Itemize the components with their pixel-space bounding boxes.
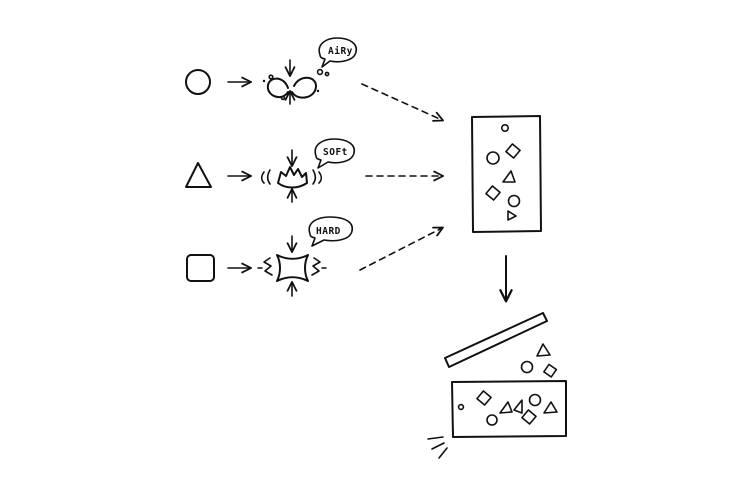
arrow-airy-to-column: [361, 83, 444, 122]
triangle-icon: [185, 162, 212, 188]
soft-squeezed-shape: [260, 149, 323, 203]
box-body: [451, 380, 567, 438]
square-icon: [186, 254, 215, 282]
speech-bubble-hard: HARD: [308, 216, 354, 247]
row-airy: AiRy: [185, 37, 444, 122]
hard-squeezed-shape: [257, 235, 327, 297]
label-soft: SOFt: [323, 147, 348, 158]
label-airy: AiRy: [328, 46, 353, 57]
row-soft: SOFt: [185, 138, 445, 203]
arrow-hard-to-column: [359, 226, 444, 271]
label-hard: HARD: [316, 226, 341, 237]
speech-bubble-soft: SOFt: [314, 138, 356, 169]
row-hard: HARD: [186, 216, 444, 297]
mixing-column: [471, 115, 542, 233]
speech-bubble-airy: AiRy: [318, 37, 358, 68]
box-lid: [444, 312, 548, 368]
circle-icon: [185, 69, 211, 95]
output-box: [427, 312, 567, 459]
airy-squeezed-shape: [262, 59, 330, 105]
